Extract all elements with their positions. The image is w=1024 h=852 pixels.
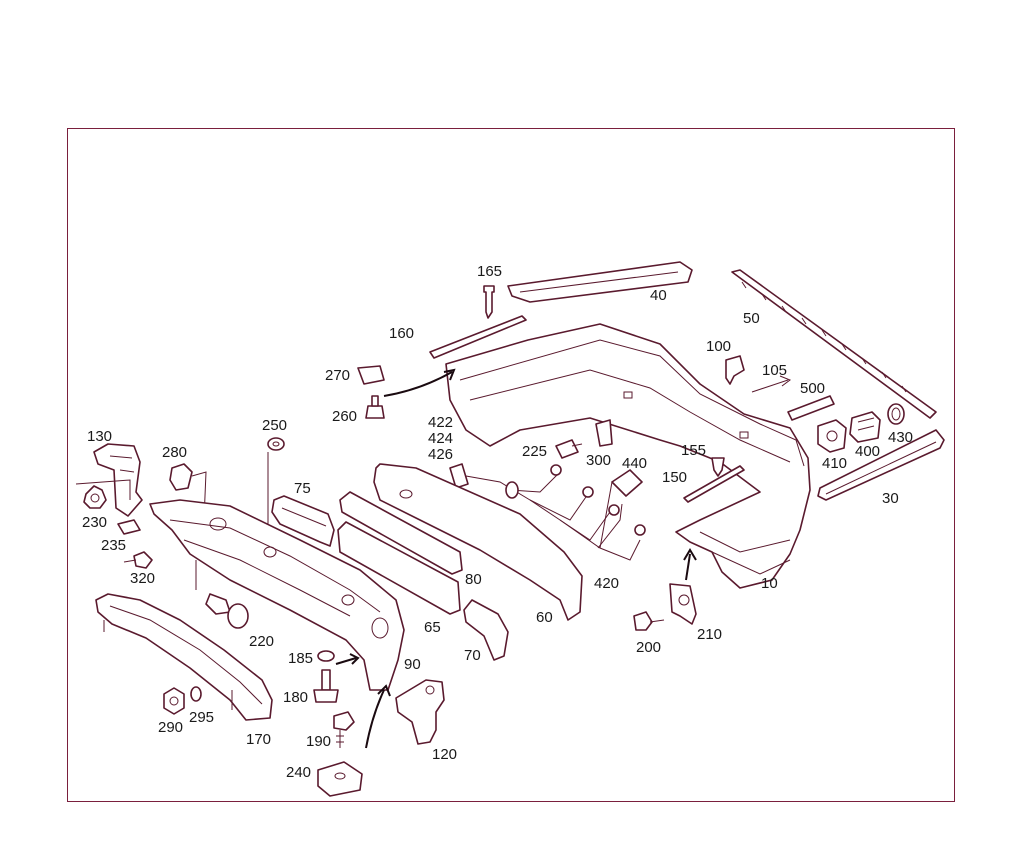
label-426: 426	[428, 446, 453, 463]
label-40: 40	[650, 287, 667, 304]
part-400-sensor-housing	[849, 411, 881, 443]
part-190-screw	[333, 711, 355, 748]
part-280-nut	[169, 463, 193, 491]
part-165-clip	[483, 285, 495, 319]
label-295: 295	[189, 709, 214, 726]
part-440-clip	[611, 469, 643, 497]
label-90: 90	[404, 656, 421, 673]
arrow-185-to-90	[335, 657, 357, 665]
label-50: 50	[743, 310, 760, 327]
label-150: 150	[662, 469, 687, 486]
label-422: 422	[428, 414, 453, 431]
part-150-strip	[683, 465, 745, 503]
part-70-corner-piece	[463, 599, 509, 661]
part-155-pin	[711, 457, 725, 477]
part-220-bolt	[205, 593, 249, 629]
label-105: 105	[762, 362, 787, 379]
part-10-bumper-cover	[445, 323, 811, 589]
label-80: 80	[465, 571, 482, 588]
label-75: 75	[294, 480, 311, 497]
label-500: 500	[800, 380, 825, 397]
label-320: 320	[130, 570, 155, 587]
label-220: 220	[249, 633, 274, 650]
label-280: 280	[162, 444, 187, 461]
label-190: 190	[306, 733, 331, 750]
part-500-reflector	[787, 395, 835, 421]
label-160: 160	[389, 325, 414, 342]
label-240: 240	[286, 764, 311, 781]
label-230: 230	[82, 514, 107, 531]
part-225-plug	[555, 439, 583, 459]
part-240-bracket	[317, 761, 363, 797]
part-270-clip	[357, 365, 385, 385]
part-120-bracket	[395, 679, 445, 745]
part-75-side-block	[271, 495, 335, 547]
part-200-screw	[633, 611, 665, 631]
part-100-sensor	[725, 355, 745, 385]
label-250: 250	[262, 417, 287, 434]
label-440: 440	[622, 455, 647, 472]
part-290-nut	[163, 687, 185, 715]
part-50-rail	[731, 269, 937, 419]
label-235: 235	[101, 537, 126, 554]
label-430: 430	[888, 429, 913, 446]
part-320-plug	[123, 551, 153, 569]
part-420-wiring-harness	[449, 463, 646, 561]
arrow-210-to-10	[685, 553, 691, 581]
label-155: 155	[681, 442, 706, 459]
arrow-240-to-90	[365, 689, 385, 749]
label-420: 420	[594, 575, 619, 592]
label-400: 400	[855, 443, 880, 460]
part-160-strip	[429, 315, 527, 359]
label-130: 130	[87, 428, 112, 445]
part-80-foam-block	[339, 491, 463, 575]
label-120: 120	[432, 746, 457, 763]
label-70: 70	[464, 647, 481, 664]
part-260-screw	[365, 395, 385, 419]
part-430-ring	[887, 403, 905, 425]
part-230-washer	[83, 485, 107, 509]
part-300-clip	[595, 419, 613, 447]
label-424: 424	[428, 430, 453, 447]
label-100: 100	[706, 338, 731, 355]
part-185-washer	[317, 650, 335, 662]
part-170-reinforcement	[95, 593, 273, 721]
label-30: 30	[882, 490, 899, 507]
part-90-bumper-beam	[149, 499, 405, 691]
label-300: 300	[586, 452, 611, 469]
label-185: 185	[288, 650, 313, 667]
label-210: 210	[697, 626, 722, 643]
part-295-washer	[190, 686, 202, 702]
label-10: 10	[761, 575, 778, 592]
label-165: 165	[477, 263, 502, 280]
part-30-lower-trim	[817, 429, 945, 501]
label-170: 170	[246, 731, 271, 748]
label-270: 270	[325, 367, 350, 384]
part-40-trim-strip	[507, 261, 693, 303]
label-200: 200	[636, 639, 661, 656]
label-410: 410	[822, 455, 847, 472]
part-235-clip	[117, 519, 141, 535]
arrow-260-to-10	[383, 371, 453, 397]
part-180-bolt	[313, 669, 339, 703]
label-225: 225	[522, 443, 547, 460]
part-250-washer	[267, 437, 285, 451]
label-60: 60	[536, 609, 553, 626]
label-65: 65	[424, 619, 441, 636]
label-260: 260	[332, 408, 357, 425]
part-65-foam-block	[337, 521, 461, 615]
part-60-absorber	[373, 463, 583, 621]
part-210-bracket	[669, 583, 697, 625]
label-180: 180	[283, 689, 308, 706]
part-105-indicator	[751, 375, 792, 393]
label-290: 290	[158, 719, 183, 736]
part-410-bracket	[817, 419, 847, 453]
diagram-frame	[67, 128, 955, 802]
